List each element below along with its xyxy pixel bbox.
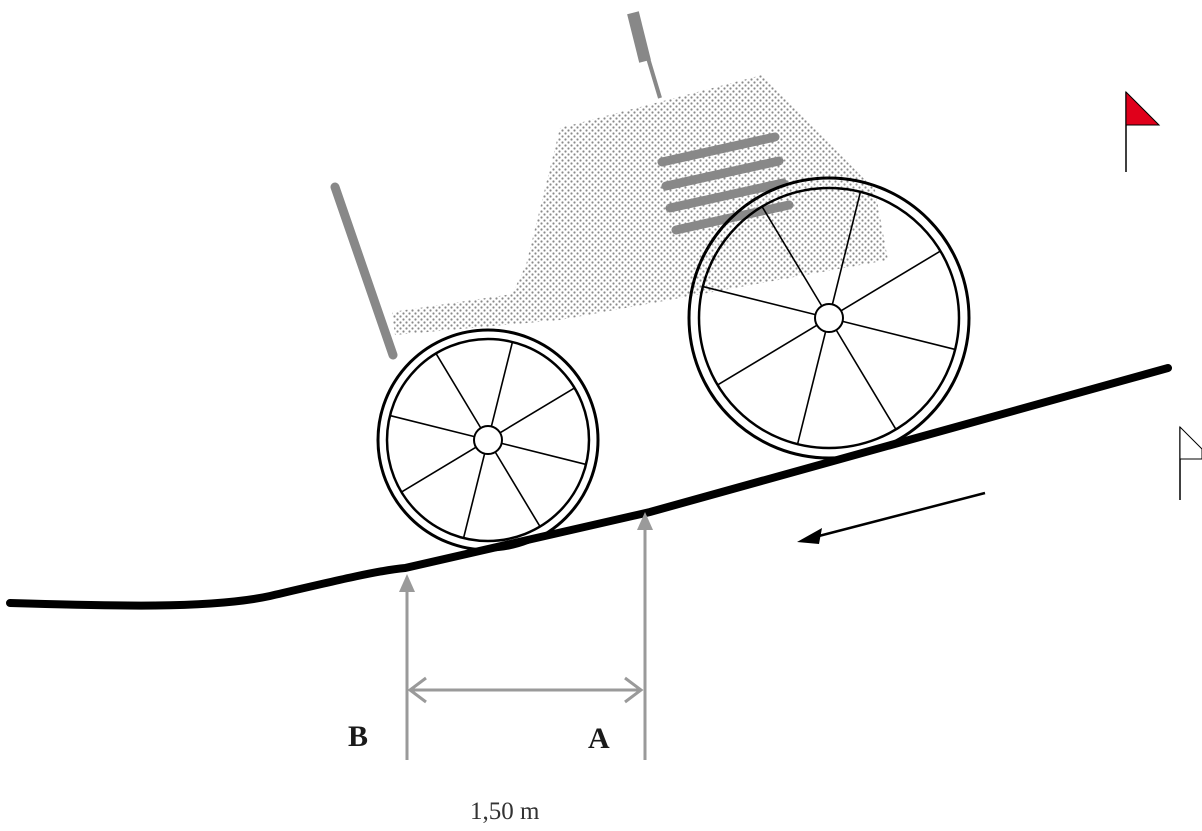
measure-b-arrow bbox=[399, 574, 415, 760]
distance-arrow bbox=[407, 676, 644, 704]
large-wheel bbox=[687, 176, 971, 460]
wheel-spoke bbox=[401, 446, 477, 493]
distance-label: 1,50 m bbox=[470, 798, 540, 825]
vehicle-body bbox=[392, 75, 888, 335]
vehicle-antenna bbox=[627, 11, 662, 99]
wheel-spoke bbox=[490, 341, 514, 427]
wheel-spoke bbox=[717, 324, 818, 386]
point-a-label: A bbox=[588, 722, 610, 755]
wheel-spoke bbox=[831, 191, 862, 305]
wheel-spoke bbox=[796, 331, 827, 445]
wheel-spoke bbox=[840, 250, 941, 312]
wheel-spoke bbox=[389, 414, 475, 438]
wheel-spoke bbox=[761, 206, 823, 307]
point-b-label: B bbox=[348, 720, 369, 753]
wheel-spoke bbox=[702, 285, 816, 316]
motion-arrow-icon bbox=[797, 491, 986, 544]
red-flag-icon bbox=[1125, 90, 1161, 172]
wheel-spoke bbox=[499, 387, 575, 434]
wheel-spoke bbox=[435, 353, 482, 429]
wheel-spoke bbox=[835, 329, 897, 430]
white-flag-icon bbox=[1179, 425, 1202, 500]
wheel-spoke bbox=[494, 451, 541, 527]
small-wheel bbox=[376, 328, 600, 552]
wheel-spoke bbox=[462, 453, 486, 539]
wheel-spoke bbox=[501, 442, 587, 466]
vehicle-rear-pole bbox=[330, 182, 398, 360]
ground-slope bbox=[6, 364, 1172, 610]
wheel-spoke bbox=[842, 320, 956, 351]
measure-a-arrow bbox=[637, 512, 653, 760]
